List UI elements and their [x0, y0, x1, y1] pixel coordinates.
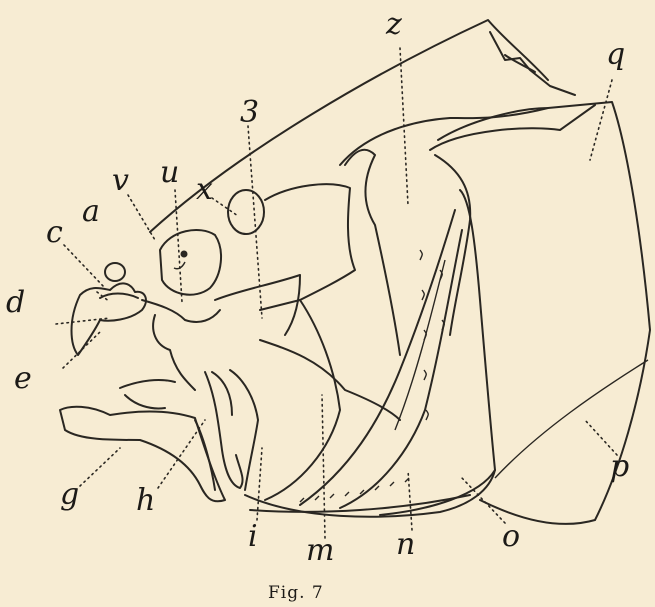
label-m: m: [306, 536, 334, 566]
label-z: z: [386, 10, 402, 40]
label-d: d: [6, 288, 25, 318]
cheek-plates: [260, 184, 355, 310]
label-3: 3: [240, 98, 259, 128]
teeth-row: [300, 478, 409, 502]
label-v: v: [112, 166, 129, 196]
label-p: p: [610, 452, 629, 482]
eye-pupil: [181, 251, 188, 258]
label-e: e: [14, 364, 32, 394]
label-h: h: [136, 486, 155, 516]
label-i: i: [248, 522, 258, 552]
figure-caption: Fig. 7: [268, 583, 324, 603]
label-a: a: [82, 197, 100, 227]
label-c: c: [46, 218, 63, 248]
label-x: x: [196, 175, 213, 205]
nostril: [105, 263, 125, 281]
label-n: n: [396, 530, 415, 560]
label-q: q: [606, 40, 625, 70]
eye-orbit: [160, 230, 221, 295]
plate-x: [228, 190, 264, 234]
label-o: o: [502, 522, 520, 552]
label-g: g: [60, 480, 79, 510]
label-u: u: [160, 158, 179, 188]
